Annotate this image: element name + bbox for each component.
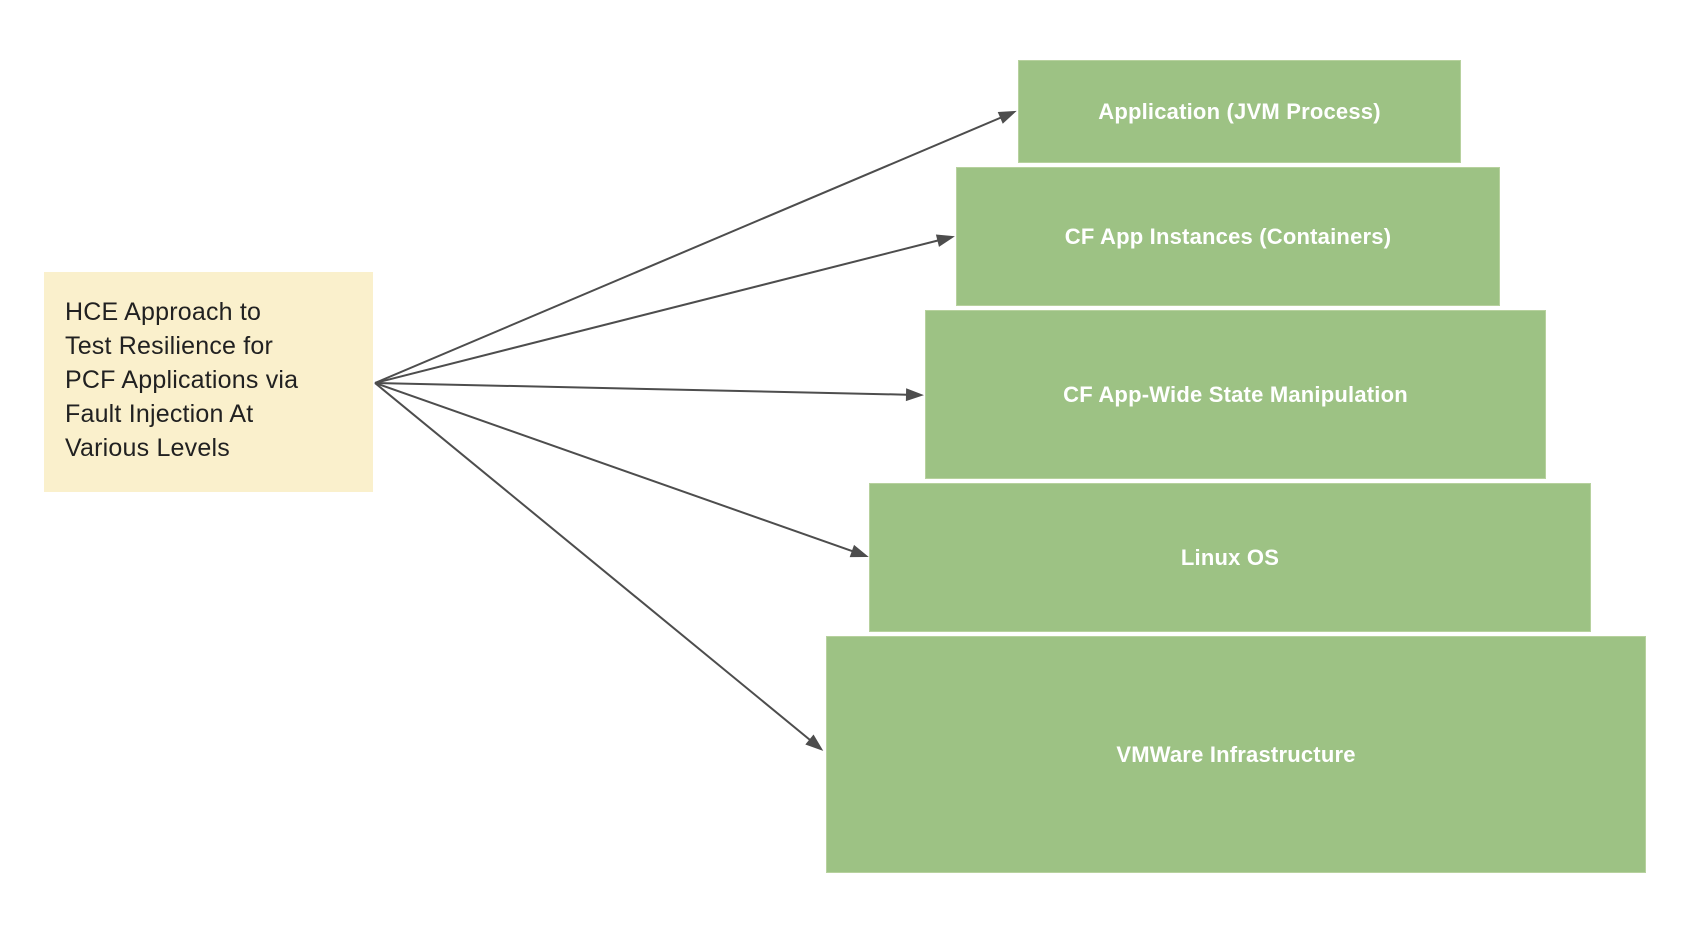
source-note-line-2: Test Resilience for [65,332,274,360]
source-note-line-4: Fault Injection At [65,400,254,428]
arrow-to-linux-os [374,382,854,553]
arrow-to-vmware-infrastructure [374,382,811,741]
level-label-cf-app-wide-state-manipulation: CF App-Wide State Manipulation [1063,381,1408,407]
source-note: HCE Approach to Test Resilience for PCF … [44,272,373,492]
level-box-cf-app-wide-state-manipulation: CF App-Wide State Manipulation [925,310,1546,479]
level-label-application-jvm-process: Application (JVM Process) [1098,98,1381,124]
level-box-cf-app-instances-containers: CF App Instances (Containers) [956,167,1500,306]
arrow-to-cf-app-wide-state [374,382,908,396]
arrowhead-cf-app-wide-state [905,388,924,402]
level-label-linux-os: Linux OS [1180,544,1280,570]
source-note-line-3: PCF Applications via [65,366,299,394]
level-label-vmware-infrastructure: VMWare Infrastructure [1116,741,1356,767]
arrowhead-linux-os [849,544,869,558]
arrowhead-application [997,110,1017,124]
level-box-vmware-infrastructure: VMWare Infrastructure [826,636,1646,873]
source-note-line-1: HCE Approach to [65,298,262,326]
arrowhead-cf-app-instances [935,234,955,247]
arrow-to-application [374,116,1002,384]
arrowhead-vmware-infrastructure [805,734,824,751]
level-label-cf-app-instances-containers: CF App Instances (Containers) [1064,223,1392,249]
source-note-line-5: Various Levels [65,434,230,462]
level-box-linux-os: Linux OS [869,483,1591,632]
arrow-to-cf-app-instances [374,239,939,384]
level-box-application-jvm-process: Application (JVM Process) [1018,60,1461,163]
